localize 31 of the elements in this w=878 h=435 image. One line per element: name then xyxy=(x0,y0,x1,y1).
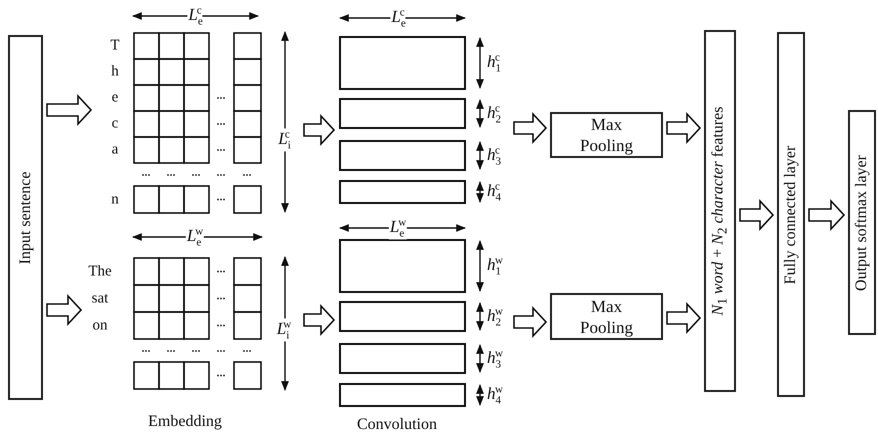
block-arrow xyxy=(808,198,846,232)
block-arrow xyxy=(303,304,336,336)
token-label: sat xyxy=(92,290,108,307)
block-arrow xyxy=(303,114,336,146)
layer-label: Input sentence xyxy=(16,171,34,264)
token-label: The xyxy=(88,263,112,280)
token-label: n xyxy=(111,191,119,208)
pooling-box xyxy=(550,293,663,340)
layer-label: Max Pooling xyxy=(579,114,634,156)
block-arrow xyxy=(739,198,774,232)
block-arrow xyxy=(513,306,548,338)
pooling-box xyxy=(550,112,663,158)
feature-vector-box xyxy=(704,30,736,392)
token-label: on xyxy=(92,317,108,334)
token-label: e xyxy=(112,90,118,106)
token-label: a xyxy=(112,142,118,158)
layer-box xyxy=(777,32,805,397)
stage-caption: Embedding xyxy=(147,413,223,431)
token-label: T xyxy=(110,38,120,54)
block-arrow xyxy=(513,112,548,144)
input-box xyxy=(8,35,43,400)
block-arrow xyxy=(46,94,92,126)
layer-label: Fully connected layer xyxy=(782,145,800,284)
block-arrow xyxy=(666,112,702,144)
token-label: h xyxy=(111,64,119,80)
block-arrow xyxy=(46,294,82,326)
block-arrow xyxy=(666,302,702,334)
token-label: c xyxy=(112,116,118,132)
layer-label: Max Pooling xyxy=(579,295,634,338)
output-box xyxy=(848,110,876,335)
layer-label: Output softmax layer xyxy=(853,154,871,290)
